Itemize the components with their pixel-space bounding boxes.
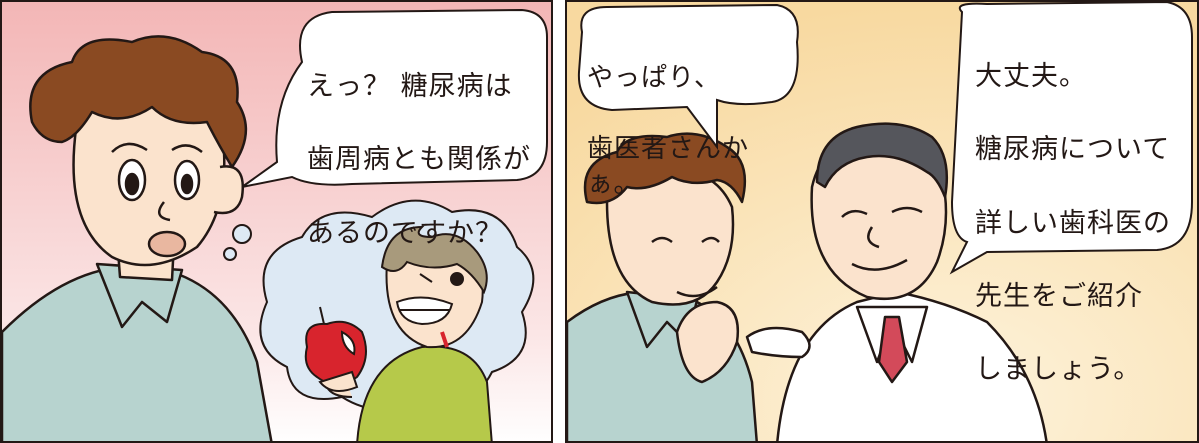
panel-1-artwork <box>2 2 551 441</box>
manga-panel-1: えっ？ 糖尿病は 歯周病とも関係が あるのですか？ <box>0 0 553 443</box>
bubble-3-line-2: 糖尿病について <box>975 134 1171 166</box>
patient-figure <box>567 132 758 441</box>
panel-2-artwork <box>567 2 1197 441</box>
speech-bubble-1-shape <box>241 8 548 188</box>
speech-bubble-2-text: やっぱり、 歯医者さんかぁ。 <box>587 26 802 238</box>
speech-bubble-2-shape <box>577 3 799 150</box>
man-figure <box>2 35 273 441</box>
bubble-2-line-2: 歯医者さんかぁ。 <box>587 134 750 200</box>
bubble-2-line-1: やっぱり、 <box>587 63 721 94</box>
bubble-3-line-3: 詳しい歯科医の <box>975 207 1171 239</box>
manga-panel-2: やっぱり、 歯医者さんかぁ。 大丈夫。 糖尿病について 詳しい歯科医の 先生をご… <box>565 0 1199 443</box>
kid-figure <box>325 225 493 441</box>
speech-bubble-3-text: 大丈夫。 糖尿病について 詳しい歯科医の 先生をご紹介 しましょう。 <box>975 22 1195 426</box>
bubble-1-line-3: あるのですか？ <box>307 217 503 249</box>
speech-bubble-3-shape <box>949 2 1193 275</box>
bubble-1-line-1: えっ？ 糖尿病は <box>307 70 513 102</box>
bubble-1-line-2: 歯周病とも関係が <box>307 144 531 176</box>
apple-illustration <box>304 306 367 392</box>
bubble-3-line-5: しましょう。 <box>975 354 1142 386</box>
bubble-3-line-1: 大丈夫。 <box>975 60 1087 92</box>
doctor-figure <box>745 122 1048 441</box>
bubble-3-line-4: 先生をご紹介 <box>975 281 1143 313</box>
speech-bubble-1-text: えっ？ 糖尿病は 歯周病とも関係が あるのですか？ <box>307 32 542 289</box>
